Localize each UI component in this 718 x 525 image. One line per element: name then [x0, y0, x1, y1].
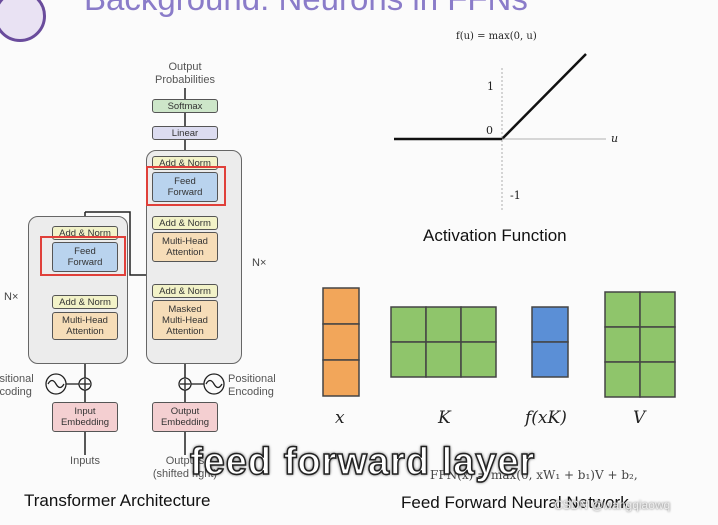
decoder-multi-head-attention: Multi-Head Attention	[152, 232, 218, 262]
activation-caption: Activation Function	[423, 226, 567, 245]
output-probabilities-label: Output Probabilities	[155, 61, 215, 86]
slide-title: Background: Neurons in FFNs	[84, 0, 528, 18]
input-embedding: Input Embedding	[52, 402, 118, 432]
ffn-formula: FFN(x) = max(0, xW₁ + b₁)V + b₂,	[430, 468, 638, 482]
linear-layer: Linear	[152, 126, 218, 140]
decoder-masked-add-norm: Add & Norm	[152, 284, 218, 298]
relu-plot	[394, 53, 606, 210]
ffn-caption: Feed Forward Neural Network	[401, 493, 629, 512]
tick-one: 1	[487, 80, 494, 93]
decoder-ff-highlight	[146, 166, 226, 206]
encoder-feed-forward: Feed Forward	[52, 242, 118, 272]
outputs-label: Outputs (shifted right)	[152, 455, 218, 480]
positional-encoding-right-label: Positional Encoding	[228, 373, 276, 398]
decoder-feed-forward: Feed Forward	[152, 172, 218, 202]
tick-neg-one: -1	[510, 189, 521, 202]
encoder-ff-highlight	[40, 236, 126, 276]
output-embedding: Output Embedding	[152, 402, 218, 432]
ffn-label-fxk: f(xK)	[525, 408, 567, 428]
watermark: CSDN @wangqiaowq	[554, 498, 671, 512]
encoder-multi-head-attention: Multi-Head Attention	[52, 312, 118, 340]
positional-encoding-left-label: Positional Encoding	[0, 373, 34, 398]
inputs-label: Inputs	[70, 455, 100, 467]
softmax-layer: Softmax	[152, 99, 218, 113]
video-subtitle: feed forward layer	[189, 440, 536, 484]
encoder-nx-label: N×	[4, 291, 19, 303]
ffn-label-x: x	[335, 408, 345, 428]
tick-zero: 0	[486, 124, 493, 137]
university-logo-icon	[0, 0, 46, 42]
ffn-label-k: K	[438, 408, 451, 428]
ffn-label-v: V	[633, 408, 646, 428]
relu-formula: f(u) = max(0, u)	[456, 31, 537, 42]
axis-u-label: u	[611, 132, 619, 145]
encoder-attn-add-norm: Add & Norm	[52, 295, 118, 309]
decoder-masked-multi-head-attention: Masked Multi-Head Attention	[152, 300, 218, 340]
decoder-nx-label: N×	[252, 257, 267, 269]
decoder-cross-attn-add-norm: Add & Norm	[152, 216, 218, 230]
transformer-caption: Transformer Architecture	[24, 491, 211, 510]
